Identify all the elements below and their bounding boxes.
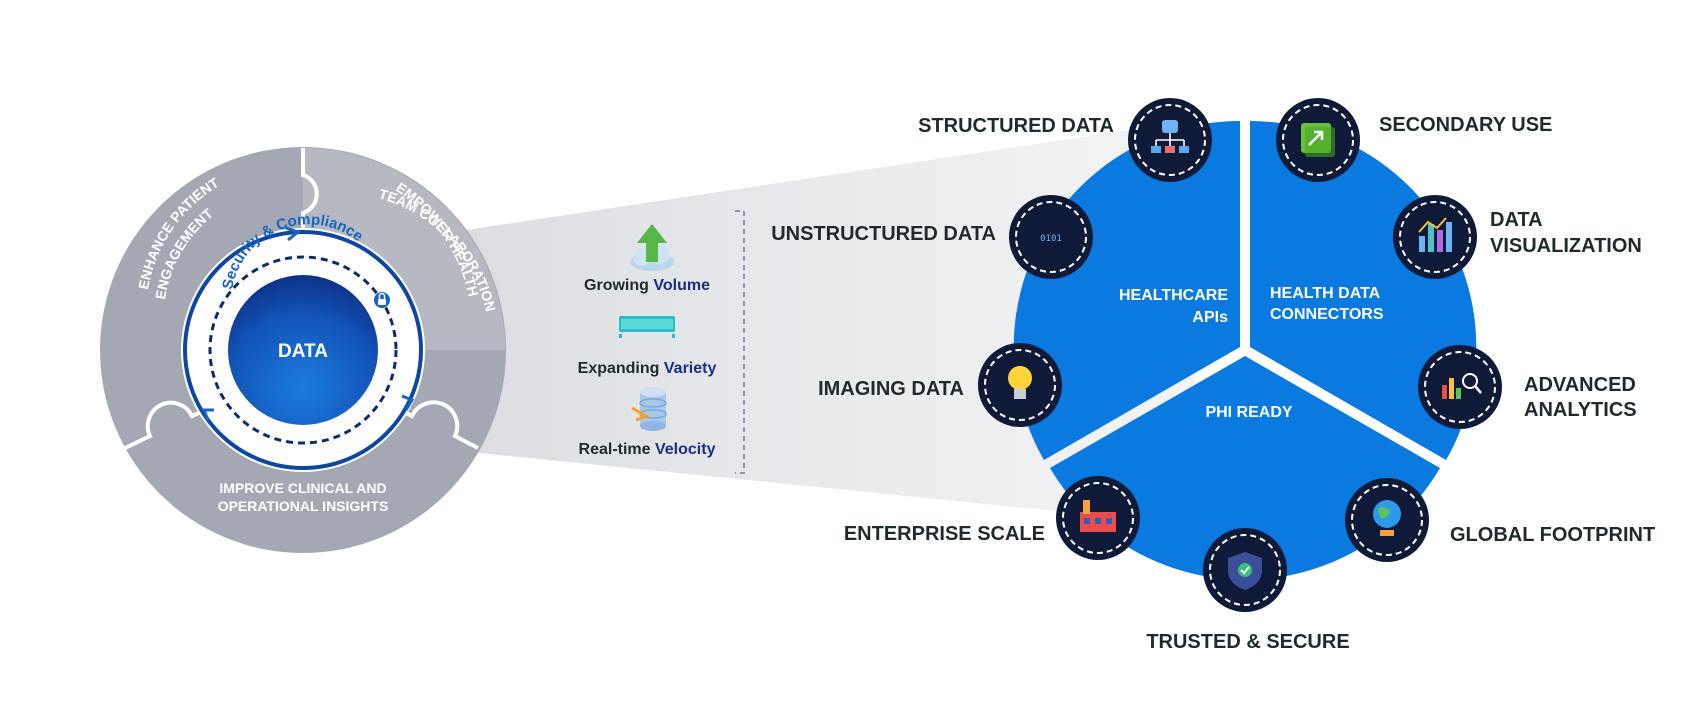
health-data-connectors-line1: HEALTH DATA	[1270, 285, 1381, 302]
healthcare-apis-line1: HEALTHCARE	[1119, 287, 1228, 304]
insights-line1: IMPROVE CLINICAL AND	[219, 480, 386, 496]
health-data-connectors-line2: CONNECTORS	[1270, 306, 1384, 323]
insights-line2: OPERATIONAL INSIGHTS	[218, 498, 389, 514]
hierarchy-icon	[1151, 120, 1189, 153]
global-footprint-badge	[1345, 478, 1429, 562]
trait-velocity: Real-time Velocity	[579, 441, 716, 458]
healthcare-apis-line2: APIs	[1192, 309, 1228, 326]
pie-segment-phi-ready	[1050, 356, 1440, 580]
advanced-analytics-line1: ADVANCED	[1524, 374, 1636, 396]
data-wheel	[100, 147, 506, 553]
magnifier-chart-icon	[1442, 373, 1482, 399]
traits-bracket	[735, 210, 745, 474]
trusted-secure-badge	[1203, 528, 1287, 612]
imaging-data-label: IMAGING DATA	[818, 378, 964, 400]
bar-chart-icon	[1418, 217, 1452, 252]
trait-variety: Expanding Variety	[578, 360, 717, 377]
advanced-analytics-badge	[1418, 345, 1502, 429]
external-link-icon	[1301, 123, 1335, 157]
unstructured-data-badge: 0101	[1009, 195, 1093, 279]
center-data-label: DATA	[278, 341, 328, 362]
structured-data-badge	[1128, 98, 1212, 182]
layers-icon	[619, 316, 675, 338]
lock-icon	[374, 292, 390, 308]
binary-icon: 0101	[1040, 234, 1062, 244]
data-visualization-line2: VISUALIZATION	[1490, 235, 1642, 257]
globe-icon	[1373, 500, 1401, 536]
advanced-analytics-line2: ANALYTICS	[1524, 399, 1637, 421]
secondary-use-badge	[1276, 98, 1360, 182]
data-visualization-badge	[1393, 195, 1477, 279]
enterprise-scale-badge	[1056, 476, 1140, 560]
enterprise-scale-label: ENTERPRISE SCALE	[844, 523, 1045, 545]
secondary-use-label: SECONDARY USE	[1379, 114, 1552, 136]
trusted-secure-label: TRUSTED & SECURE	[1146, 631, 1349, 653]
capability-pie	[1013, 120, 1477, 580]
phi-ready-label: PHI READY	[1205, 404, 1292, 421]
cloud-arrow-icon	[630, 224, 674, 271]
projection-beam	[400, 120, 1195, 525]
shield-check-icon	[1228, 552, 1262, 590]
database-icon	[631, 387, 667, 431]
unstructured-data-label: UNSTRUCTURED DATA	[771, 223, 996, 245]
trait-volume: Growing Volume	[584, 277, 710, 294]
lightbulb-icon	[1008, 366, 1032, 399]
data-visualization-line1: DATA	[1490, 209, 1543, 231]
global-footprint-label: GLOBAL FOOTPRINT	[1450, 524, 1655, 546]
imaging-data-badge	[978, 343, 1062, 427]
factory-icon	[1080, 500, 1116, 532]
structured-data-label: STRUCTURED DATA	[918, 115, 1114, 137]
